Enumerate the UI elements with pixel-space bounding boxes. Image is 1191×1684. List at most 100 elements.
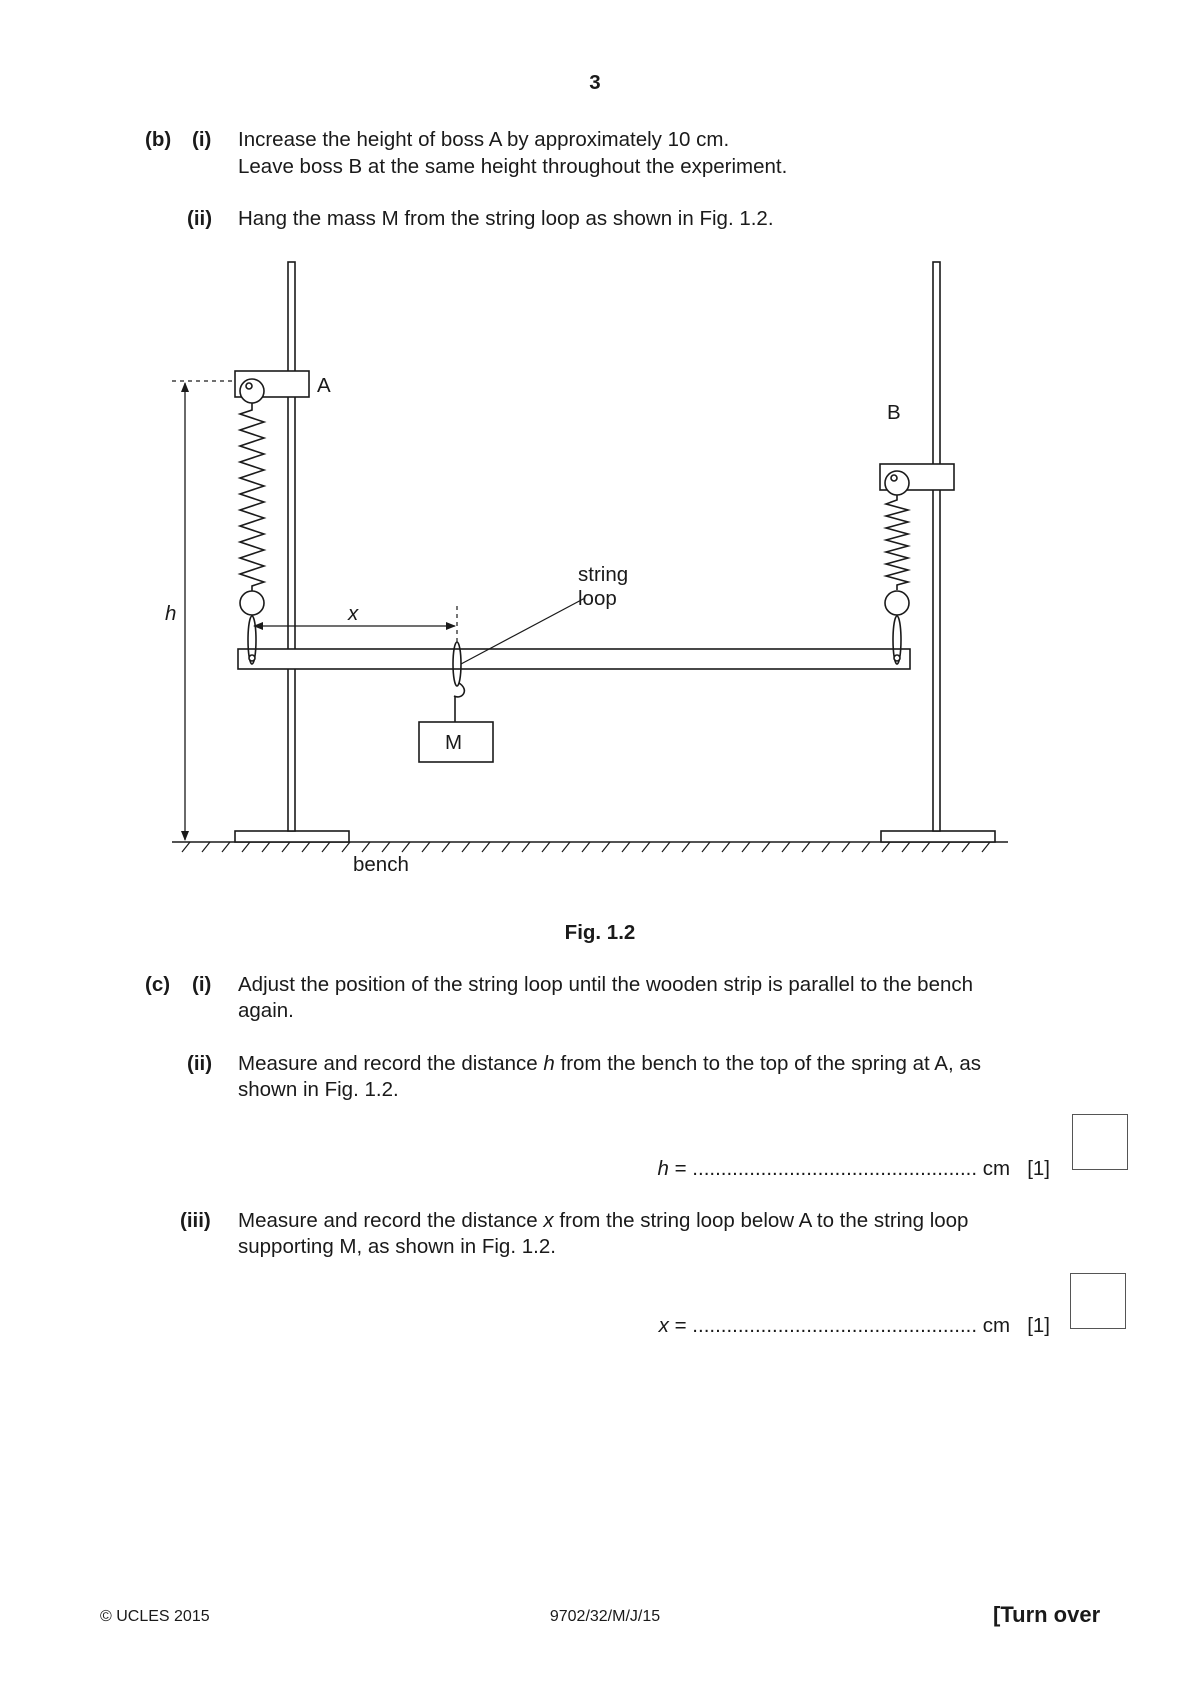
answer-line-x: x = ....................................…: [658, 1314, 1050, 1337]
bench-hatch-mark: [981, 841, 991, 853]
label-x: x: [347, 602, 359, 625]
label-bench: bench: [353, 853, 409, 876]
strip-hole-b: [893, 654, 901, 662]
label-string-line1: string: [578, 563, 628, 586]
label-h: h: [165, 602, 176, 625]
part-c-ii-line1: Measure and record the distance h from t…: [238, 1052, 982, 1075]
bench-hatch-mark: [501, 841, 511, 853]
bench-hatching: [181, 841, 991, 853]
string-loop-leader: [460, 597, 586, 665]
bench-hatch-mark: [441, 841, 451, 853]
bench-hatch-mark: [641, 841, 651, 853]
strip-hole-a: [248, 654, 256, 662]
label-mass: M: [445, 731, 462, 754]
bench-hatch-mark: [661, 841, 671, 853]
answer-line-h: h = ....................................…: [657, 1157, 1050, 1180]
bench-hatch-mark: [821, 841, 831, 853]
bench-hatch-mark: [341, 841, 351, 853]
bench-hatch-mark: [841, 841, 851, 853]
label-string-line2: loop: [578, 587, 617, 610]
bench-hatch-mark: [581, 841, 591, 853]
boss-a-pin: [245, 382, 253, 390]
bench-hatch-mark: [541, 841, 551, 853]
spring-a-top-ring: [239, 378, 265, 404]
part-c-iii-var: x: [543, 1209, 554, 1232]
bench-hatch-mark: [881, 841, 891, 853]
mark-box-x[interactable]: [1070, 1273, 1126, 1329]
answer-dots-h[interactable]: ........................................…: [692, 1157, 978, 1180]
bench-hatch-mark: [201, 841, 211, 853]
boss-b-pin: [890, 474, 898, 482]
bench-hatch-mark: [461, 841, 471, 853]
part-c-i-line2: again.: [238, 999, 294, 1022]
part-c-ii-label: (ii): [187, 1052, 213, 1075]
bench-hatch-mark: [421, 841, 431, 853]
part-b-i-line2: Leave boss B at the same height througho…: [238, 155, 788, 178]
bench-hatch-mark: [721, 841, 731, 853]
footer-copyright: © UCLES 2015: [100, 1608, 210, 1625]
part-c-ii-var: h: [543, 1052, 555, 1075]
bench-hatch-mark: [521, 841, 531, 853]
bench-hatch-mark: [181, 841, 191, 853]
bench-hatch-mark: [741, 841, 751, 853]
part-c-i-line1: Adjust the position of the string loop u…: [238, 973, 974, 996]
part-b-i-line1: Increase the height of boss A by approxi…: [238, 128, 730, 151]
part-c-iii-label: (iii): [180, 1209, 211, 1232]
bench-hatch-mark: [901, 841, 911, 853]
figure-caption: Fig. 1.2: [564, 921, 636, 944]
bench-hatch-mark: [921, 841, 931, 853]
bench-hatch-mark: [561, 841, 571, 853]
footer-code: 9702/32/M/J/15: [549, 1608, 661, 1625]
bench-hatch-mark: [321, 841, 331, 853]
bench-hatch-mark: [621, 841, 631, 853]
part-c-ii-line2: shown in Fig. 1.2.: [238, 1078, 399, 1101]
wooden-strip: [237, 648, 911, 670]
spring-b-top-ring: [884, 470, 910, 496]
part-b-ii-label: (ii): [187, 207, 213, 230]
part-b-label: (b): [145, 128, 172, 151]
bench-hatch-mark: [221, 841, 231, 853]
spring-a: [237, 403, 267, 591]
bench-hatch-mark: [381, 841, 391, 853]
part-c-iii-line1: Measure and record the distance x from t…: [238, 1209, 969, 1232]
bench-hatch-mark: [601, 841, 611, 853]
answer-dots-x[interactable]: ........................................…: [692, 1314, 978, 1337]
bench-hatch-mark: [801, 841, 811, 853]
label-a: A: [317, 374, 331, 397]
spring-b-bottom-ring: [884, 590, 910, 616]
bench-hatch-mark: [861, 841, 871, 853]
page-number: 3: [589, 71, 601, 94]
spring-a-bottom-ring: [239, 590, 265, 616]
bench-hatch-mark: [301, 841, 311, 853]
mass-m: [418, 721, 494, 763]
bench-hatch-mark: [281, 841, 291, 853]
part-c-iii-line2: supporting M, as shown in Fig. 1.2.: [238, 1235, 556, 1258]
bench-hatch-mark: [361, 841, 371, 853]
spring-b: [882, 495, 912, 590]
part-b-ii-text: Hang the mass M from the string loop as …: [238, 207, 774, 230]
figure-1-2: A B h x string loop M bench: [165, 261, 1008, 876]
part-c-i-label: (i): [192, 973, 212, 996]
bench-hatch-mark: [941, 841, 951, 853]
string-loop-a: [247, 615, 257, 665]
part-b-i-label: (i): [192, 128, 212, 151]
bench-hatch-mark: [481, 841, 491, 853]
right-stand-rod: [932, 261, 941, 832]
label-b: B: [887, 401, 901, 424]
left-stand-base: [234, 830, 350, 843]
bench-hatch-mark: [761, 841, 771, 853]
string-loop-b: [892, 615, 902, 665]
bench-hatch-mark: [681, 841, 691, 853]
mass-hook: [453, 682, 466, 698]
bench-hatch-mark: [781, 841, 791, 853]
part-c-label: (c): [145, 973, 171, 996]
mark-box-h[interactable]: [1072, 1114, 1128, 1170]
left-stand-rod: [287, 261, 296, 832]
bench-hatch-mark: [261, 841, 271, 853]
footer-turn-over: [Turn over: [993, 1602, 1101, 1627]
bench-hatch-mark: [241, 841, 251, 853]
bench-hatch-mark: [401, 841, 411, 853]
bench-hatch-mark: [961, 841, 971, 853]
bench-hatch-mark: [701, 841, 711, 853]
right-stand-base: [880, 830, 996, 843]
